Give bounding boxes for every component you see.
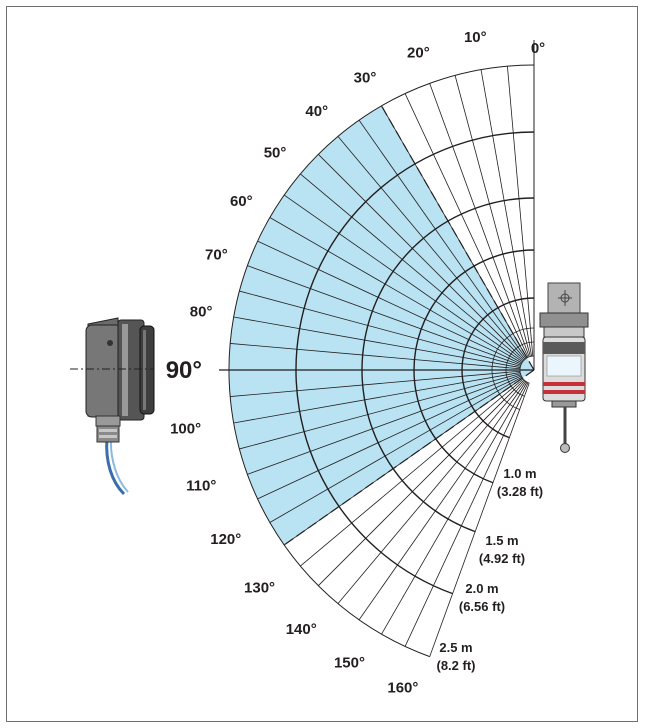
- spoke-line: [300, 378, 524, 567]
- spoke-line: [283, 194, 523, 363]
- spoke-line: [404, 382, 529, 647]
- outer-ring: [228, 64, 535, 658]
- inner-ring: [519, 355, 535, 384]
- spoke-line: [480, 69, 532, 357]
- angle-label: 160°: [387, 680, 418, 697]
- distance-ring: [413, 249, 535, 484]
- spoke-line: [300, 173, 524, 362]
- spoke-line: [381, 105, 528, 359]
- spoke-line: [269, 217, 523, 364]
- spoke-line: [247, 265, 521, 366]
- spoke-line: [257, 240, 522, 365]
- distance-ring: [361, 197, 535, 533]
- spoke-line: [230, 343, 521, 370]
- spoke-line: [257, 375, 522, 500]
- angle-label: 70°: [205, 246, 228, 263]
- probe-unit: [539, 282, 589, 453]
- distance-ring: [461, 297, 535, 439]
- angle-label: 20°: [407, 44, 430, 61]
- coverage-area: [228, 105, 534, 545]
- spoke-line: [269, 376, 523, 523]
- spoke-line: [454, 75, 531, 357]
- spoke-line: [404, 93, 529, 358]
- angle-label: 10°: [464, 29, 487, 46]
- spoke-line: [318, 154, 525, 361]
- distance-label-metric: 2.0 m: [465, 581, 498, 596]
- spoke-line: [239, 290, 521, 367]
- optical-receiver-icon: [70, 317, 155, 496]
- spoke-line: [358, 381, 527, 621]
- inner-ring: [491, 327, 535, 410]
- spoke-line: [247, 374, 521, 475]
- angle-label: 100°: [170, 421, 201, 438]
- spoke-line: [337, 136, 526, 360]
- angle-label: 40°: [305, 103, 328, 120]
- spoke-line: [230, 370, 521, 397]
- angle-label: 150°: [334, 655, 365, 672]
- spoke-line: [233, 372, 521, 424]
- angle-label: 120°: [210, 531, 241, 548]
- angle-label: 110°: [186, 478, 216, 495]
- spoke-line: [429, 383, 530, 657]
- angle-label: 30°: [354, 69, 377, 86]
- angle-label: 60°: [230, 193, 253, 210]
- spoke-line: [233, 316, 521, 368]
- angle-label: 130°: [244, 579, 275, 596]
- angle-label: 140°: [286, 621, 317, 638]
- distance-ring: [295, 131, 535, 595]
- distance-label-metric: 2.5 m: [439, 640, 472, 655]
- distance-label-imperial: (4.92 ft): [479, 551, 525, 566]
- angle-label: 0°: [531, 40, 545, 57]
- angle-label: 50°: [264, 145, 287, 162]
- distance-label-imperial: (6.56 ft): [459, 599, 505, 614]
- distance-label-metric: 1.0 m: [503, 466, 536, 481]
- inner-ring: [505, 341, 535, 397]
- angle-label: 80°: [190, 303, 213, 320]
- distance-label-metric: 1.5 m: [485, 533, 518, 548]
- receiver-unit: [70, 317, 155, 496]
- spindle-probe-icon: [539, 282, 589, 453]
- spoke-line: [358, 119, 527, 359]
- spoke-line: [318, 379, 525, 586]
- spoke-line: [283, 377, 523, 546]
- spoke-line: [429, 83, 530, 357]
- angle-label: 90°: [166, 357, 202, 384]
- distance-label-imperial: (8.2 ft): [437, 658, 476, 673]
- spoke-line: [239, 373, 521, 450]
- distance-label-imperial: (3.28 ft): [497, 484, 543, 499]
- spoke-line: [507, 66, 534, 357]
- spoke-line: [381, 381, 528, 635]
- spoke-line: [337, 380, 526, 604]
